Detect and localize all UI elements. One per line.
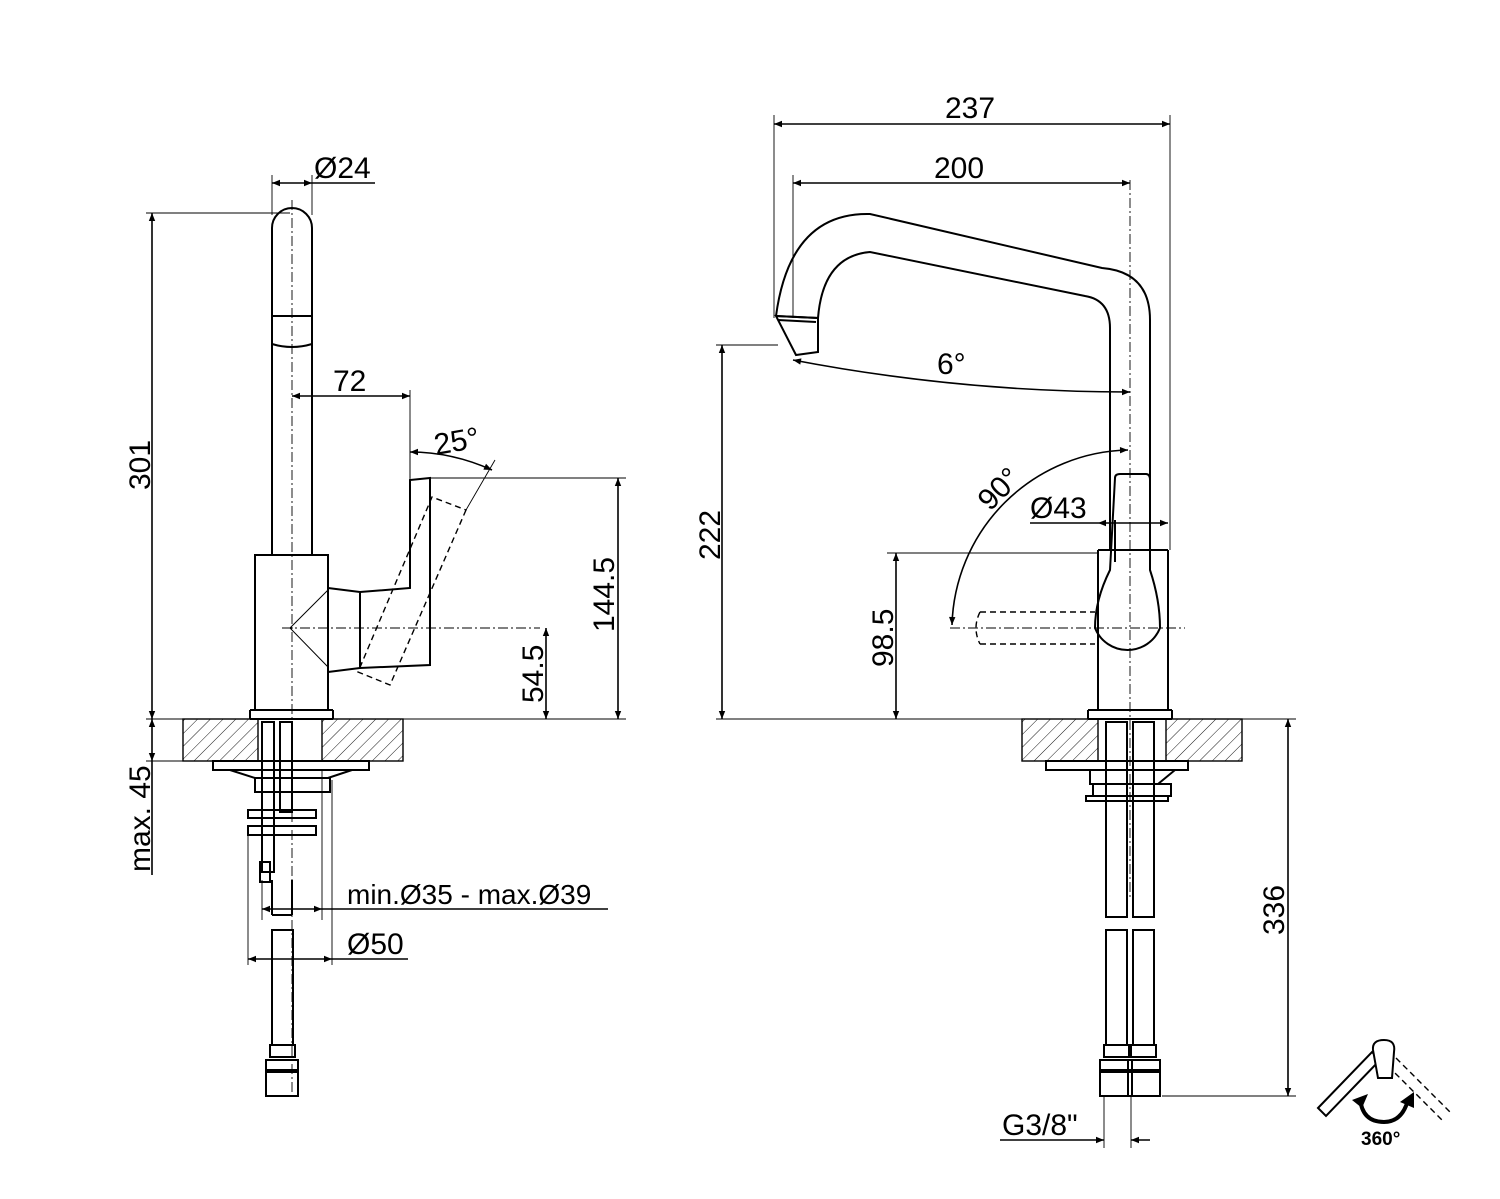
max-thickness-label: max. 45 (124, 765, 157, 872)
lever (1093, 473, 1162, 651)
front-view: 237 200 6° 222 90° Ø43 98.5 336 (694, 92, 1296, 1148)
total-height-label: 301 (124, 440, 157, 490)
axis-height-label: 54.5 (517, 645, 550, 703)
lever-offset-label: 72 (333, 365, 366, 398)
overall-reach-label: 237 (945, 92, 995, 125)
spout-tilt-label: 6° (937, 348, 966, 381)
base-diameter-label: Ø50 (347, 928, 404, 961)
hole-diameter-label: min.Ø35 - max.Ø39 (347, 879, 591, 910)
lever-angle-label: 25° (431, 422, 481, 462)
rotation-label: 360° (1361, 1129, 1400, 1150)
spout-diameter-label: Ø24 (314, 152, 371, 185)
connection-thread-label: G3/8" (1002, 1109, 1078, 1142)
body-diameter-label: Ø43 (1030, 492, 1087, 525)
spout-arc (775, 212, 1151, 550)
hose-length-label: 336 (1258, 885, 1291, 935)
lever-axis-height-label: 98.5 (867, 609, 900, 667)
rotate-360-icon: 360° (1316, 1038, 1451, 1150)
mixer-body (254, 554, 329, 711)
side-view: Ø24 301 max. 45 72 25° 144.5 54.5 m (124, 152, 626, 1100)
lever-height-label: 144.5 (588, 557, 621, 632)
spout-reach-label: 200 (934, 152, 984, 185)
lever-rotation-label: 90° (972, 462, 1027, 517)
spout-height-label: 222 (694, 510, 727, 560)
